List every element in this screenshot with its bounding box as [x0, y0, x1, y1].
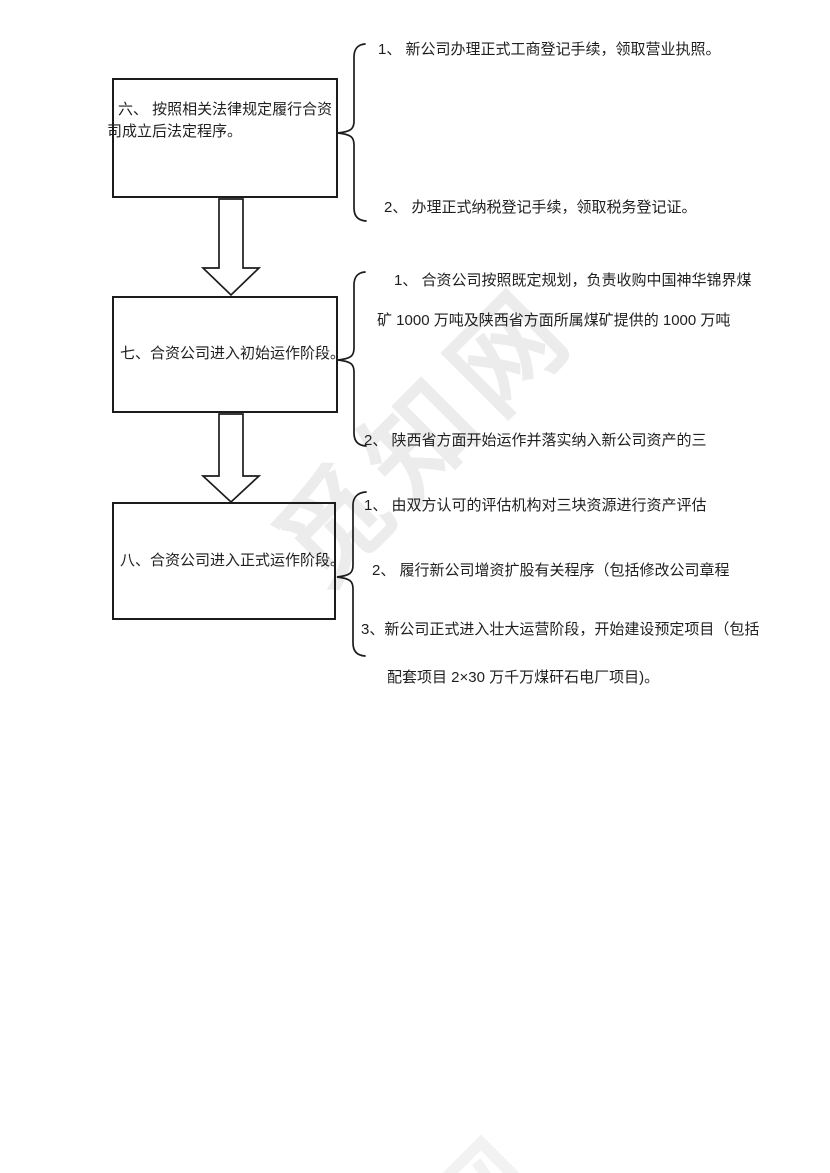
- annotation-step-8-item-1: 1、 由双方认可的评估机构对三块资源进行资产评估: [364, 497, 707, 514]
- flow-box-step-8: [112, 502, 336, 620]
- flow-box-step-7: [112, 296, 338, 413]
- flow-box-step-6-label-line-1: 六、 按照相关法律规定履行合资: [118, 101, 333, 118]
- annotation-step-8-item-3-line-2: 配套项目 2×30 万千万煤矸石电厂项目)。: [387, 669, 660, 686]
- flow-box-step-7-label: 七、合资公司进入初始运作阶段。: [120, 345, 346, 362]
- annotation-step-8-item-2: 2、 履行新公司增资扩股有关程序（包括修改公司章程: [372, 562, 730, 579]
- annotation-step-8-item-3-line-1: 3、新公司正式进入壮大运营阶段，开始建设预定项目（包括: [361, 621, 760, 638]
- annotation-step-6-item-1: 1、 新公司办理正式工商登记手续，领取营业执照。: [378, 41, 721, 58]
- down-arrow-2: [200, 413, 262, 504]
- annotation-step-7-item-1-line-1: 1、 合资公司按照既定规划，负责收购中国神华锦界煤: [394, 272, 752, 289]
- annotation-step-7-item-1-line-2: 矿 1000 万吨及陕西省方面所属煤矿提供的 1000 万吨: [377, 312, 731, 329]
- brace-step-7: [337, 271, 367, 447]
- flow-box-step-6: [112, 78, 338, 198]
- annotation-step-7-item-2: 2、 陕西省方面开始运作并落实纳入新公司资产的三: [364, 432, 707, 449]
- flow-box-step-8-label: 八、合资公司进入正式运作阶段。: [120, 552, 346, 569]
- flow-box-step-6-label-line-2: 司成立后法定程序。: [107, 123, 243, 140]
- brace-step-8: [336, 491, 367, 657]
- brace-step-6: [337, 43, 367, 222]
- down-arrow-1: [200, 198, 262, 297]
- annotation-step-6-item-2: 2、 办理正式纳税登记手续，领取税务登记证。: [384, 199, 697, 216]
